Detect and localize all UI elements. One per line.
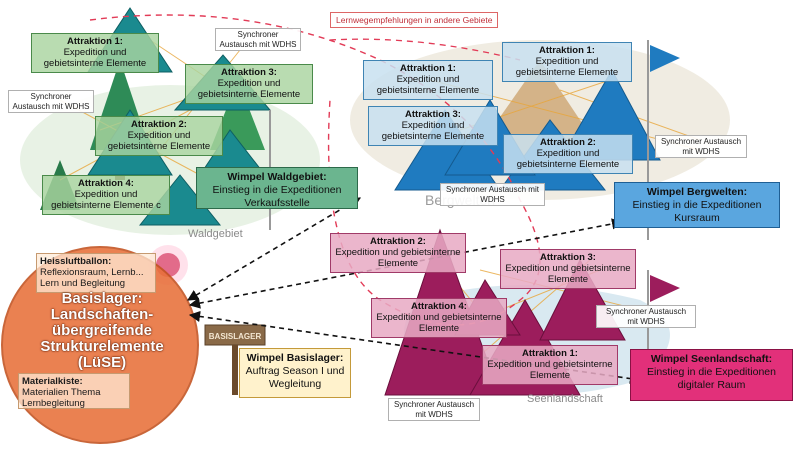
basislager-line-4: (LüSE) — [77, 354, 127, 371]
wimpel-bergwelten: Wimpel Bergwelten: Einstieg in die Exped… — [614, 182, 780, 228]
see-attraktion-2-title: Attraktion 2: — [370, 236, 426, 247]
wimpel-seenlandschaft-body: Einstieg in die Expeditionen digitaler R… — [646, 366, 776, 391]
wald-attraktion-1-title: Attraktion 1: — [67, 36, 123, 47]
basislager-line-2: übergreifende — [51, 322, 153, 339]
wald-attraktion-4-body: Expedition und gebietsinterne Elemente c — [51, 189, 161, 211]
basislager-line-1: Landschaften- — [50, 306, 154, 323]
berg-attraktion-2-title: Attraktion 2: — [540, 137, 596, 148]
wald-attraktion-4: Attraktion 4: Expedition und gebietsinte… — [42, 175, 170, 215]
wald-attraktion-2: Attraktion 2: Expedition und gebietsinte… — [95, 116, 223, 156]
wald-attraktion-3-title: Attraktion 3: — [221, 67, 277, 78]
berg-attraktion-1-a-body: Expedition und gebietsinterne Elemente — [515, 56, 619, 78]
wimpel-waldgebiet-title: Wimpel Waldgebiet: — [227, 171, 327, 183]
wald-attraktion-4-title: Attraktion 4: — [78, 178, 134, 189]
see-attraktion-4: Attraktion 4: Expedition und gebietsinte… — [371, 298, 507, 338]
berg-attraktion-3-body: Expedition und gebietsinterne Elemente — [381, 120, 485, 142]
wald-attraktion-1: Attraktion 1: Expedition und gebietsinte… — [31, 33, 159, 73]
see-attraktion-4-title: Attraktion 4: — [411, 301, 467, 312]
wimpel-basislager-title: Wimpel Basislager: — [246, 352, 344, 364]
wald-sync-1: Synchroner Austausch mit WDHS — [215, 28, 301, 51]
wald-sync-2: Synchroner Austausch mit WDHS — [8, 90, 94, 113]
region-label-seenlandschaft: Seenlandschaft — [527, 393, 603, 405]
berg-attraktion-1-b-body: Expedition und gebietsinterne Elemente — [376, 74, 480, 96]
see-attraktion-3: Attraktion 3: Expedition und gebietsinte… — [500, 249, 636, 289]
wimpel-waldgebiet: Wimpel Waldgebiet: Einstieg in die Exped… — [196, 167, 358, 209]
berg-attraktion-2-body: Expedition und gebietsinterne Elemente — [516, 148, 620, 170]
wimpel-basislager-body: Auftrag Season I und Wegleitung — [245, 365, 345, 390]
materialkiste-box: Materialkiste: Materialien Thema Lernbeg… — [18, 373, 130, 409]
heissluftballon-body: Reflexionsraum, Lernb... Lern und Beglei… — [40, 267, 144, 289]
see-sync-2: Synchroner Austausch mit WDHS — [388, 398, 480, 421]
wald-attraktion-3-body: Expedition und gebietsinterne Elemente — [197, 78, 301, 100]
see-attraktion-4-body: Expedition und gebietsinterne Elemente — [376, 312, 502, 334]
wimpel-seenlandschaft-title: Wimpel Seenlandschaft: — [650, 353, 773, 365]
berg-attraktion-3-title: Attraktion 3: — [405, 109, 461, 120]
wimpel-bergwelten-body: Einstieg in die Expeditionen Kursraum — [632, 199, 762, 224]
wimpel-waldgebiet-body: Einstieg in die Expeditionen Verkaufsste… — [212, 184, 342, 209]
berg-sync-1: Synchroner Austausch mit WDHS — [655, 135, 747, 158]
berg-attraktion-2: Attraktion 2: Expedition und gebietsinte… — [503, 134, 633, 174]
basislager-sign-text: BASISLAGER — [209, 332, 262, 341]
lernweg-dashed-curve-right — [329, 38, 521, 61]
wald-attraktion-1-body: Expedition und gebietsinterne Elemente — [43, 47, 147, 69]
berg-attraktion-1-a: Attraktion 1: Expedition und gebietsinte… — [502, 42, 632, 82]
wimpel-bergwelten-title: Wimpel Bergwelten: — [646, 186, 748, 198]
see-attraktion-2-body: Expedition und gebietsinterne Elemente — [335, 247, 461, 269]
heissluftballon-title: Heissluftballon: — [40, 256, 112, 267]
see-sync-1: Synchroner Austausch mit WDHS — [596, 305, 696, 328]
see-attraktion-1-body: Expedition und gebietsinterne Elemente — [487, 359, 613, 381]
basislager-line-3: Strukturelemente — [40, 338, 164, 355]
heissluftballon-box: Heissluftballon: Reflexionsraum, Lernb..… — [36, 253, 156, 293]
basislager-title: Basislager: — [61, 290, 143, 307]
berg-attraktion-1-b-title: Attraktion 1: — [400, 63, 456, 74]
materialkiste-title: Materialkiste: — [22, 376, 83, 387]
see-attraktion-1: Attraktion 1: Expedition und gebietsinte… — [482, 345, 618, 385]
basislager-label: Basislager: Landschaften- übergreifende … — [22, 291, 182, 371]
berg-attraktion-3: Attraktion 3: Expedition und gebietsinte… — [368, 106, 498, 146]
materialkiste-body: Materialien Thema Lernbegleitung — [22, 387, 101, 409]
berg-attraktion-1-a-title: Attraktion 1: — [539, 45, 595, 56]
wimpel-seenlandschaft: Wimpel Seenlandschaft: Einstieg in die E… — [630, 349, 793, 401]
wimpel-basislager: Wimpel Basislager: Auftrag Season I und … — [239, 348, 351, 398]
wald-attraktion-3: Attraktion 3: Expedition und gebietsinte… — [185, 64, 313, 104]
see-attraktion-3-title: Attraktion 3: — [540, 252, 596, 263]
region-label-waldgebiet: Waldgebiet — [188, 228, 243, 240]
berg-sync-2: Synchroner Austausch mit WDHS — [440, 183, 545, 206]
see-attraktion-3-body: Expedition und gebietsinterne Elemente — [505, 263, 631, 285]
see-attraktion-2: Attraktion 2: Expedition und gebietsinte… — [330, 233, 466, 273]
berg-attraktion-1-b: Attraktion 1: Expedition und gebietsinte… — [363, 60, 493, 100]
lernwegempfehlungen-note: Lernwegempfehlungen in andere Gebiete — [330, 12, 499, 28]
wald-attraktion-2-body: Expedition und gebietsinterne Elemente — [107, 130, 211, 152]
wald-attraktion-2-title: Attraktion 2: — [131, 119, 187, 130]
see-attraktion-1-title: Attraktion 1: — [522, 348, 578, 359]
